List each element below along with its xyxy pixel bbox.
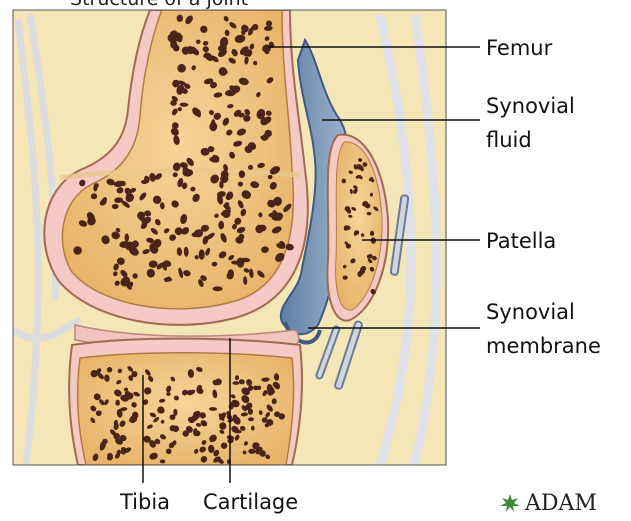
label-synovial-fluid-line1: Synovial: [486, 94, 575, 119]
label-synovial-membrane-line1: Synovial: [486, 300, 575, 325]
bone-pore: [243, 451, 247, 455]
label-patella: Patella: [486, 229, 556, 254]
adam-logo-text: ADAM: [525, 491, 597, 516]
bone-pore: [91, 193, 97, 199]
figure-caption: Structure of a joint: [70, 0, 248, 10]
bone-pore: [248, 417, 254, 421]
label-femur: Femur: [486, 36, 552, 61]
label-synovial-fluid-line2: fluid: [486, 128, 532, 153]
bone-pore: [102, 439, 108, 444]
adam-leaf-icon: [498, 492, 522, 514]
bone-pore: [199, 249, 205, 260]
adam-logo: ADAM: [498, 490, 597, 516]
bone-pore: [213, 286, 223, 291]
label-tibia: Tibia: [120, 490, 170, 515]
label-synovial-membrane-line2: membrane: [486, 334, 601, 359]
label-cartilage: Cartilage: [203, 490, 298, 515]
tibia-bone: [69, 339, 302, 465]
